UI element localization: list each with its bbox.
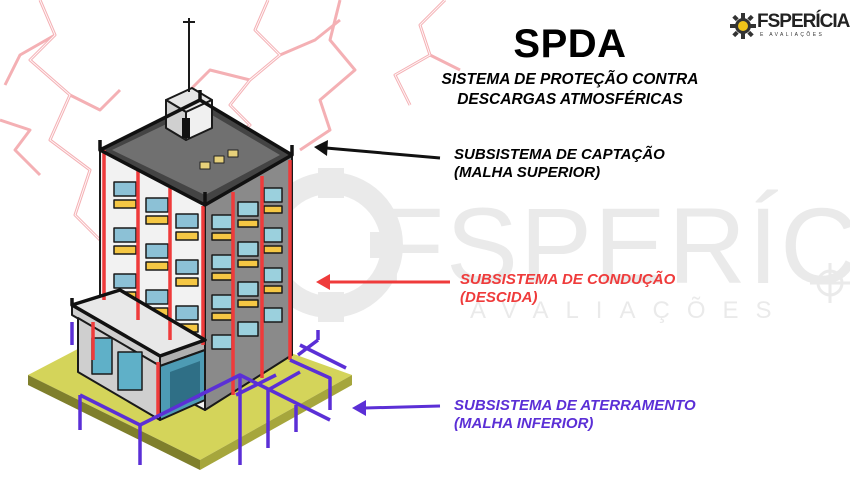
page-title: SPDA [513,22,627,66]
gear-logo-icon [730,13,756,39]
label-aterramento-line1: SUBSISTEMA DE ATERRAMENTO [454,397,696,414]
label-conducao: SUBSISTEMA DE CONDUÇÃO (DESCIDA) [460,271,675,307]
watermark: FSPERÍCIAS AVALIAÇÕES [257,168,850,324]
grounding-mesh [70,322,347,465]
label-conducao-line1: SUBSISTEMA DE CONDUÇÃO [460,271,676,288]
building-illustration [71,18,293,421]
conduction-lines [91,150,292,415]
arrow-conducao-icon [316,274,450,290]
label-conducao-line2: (DESCIDA) [460,289,538,306]
crosshair-icon [810,263,850,303]
label-captacao-line1: SUBSISTEMA DE CAPTAÇÃO [454,146,665,163]
page-subtitle: SISTEMA DE PROTEÇÃO CONTRA DESCARGAS ATM… [441,71,699,108]
label-aterramento-line2: (MALHA INFERIOR) [454,415,594,432]
label-captacao: SUBSISTEMA DE CAPTAÇÃO (MALHA SUPERIOR) [454,146,665,182]
capture-mesh [70,90,294,358]
logo-subtext: E AVALIAÇÕES [760,32,825,38]
watermark-text: FSPERÍCIAS [378,185,850,306]
arrow-aterramento-icon [352,400,441,416]
logo-text: FSPERÍCIAS [757,11,850,32]
brand-logo: FSPERÍCIAS E AVALIAÇÕES [730,9,850,41]
watermark-subtext: AVALIAÇÕES [470,296,789,324]
arrow-captacao-icon [314,140,441,160]
label-aterramento: SUBSISTEMA DE ATERRAMENTO (MALHA INFERIO… [454,397,696,433]
label-captacao-line2: (MALHA SUPERIOR) [454,164,601,181]
